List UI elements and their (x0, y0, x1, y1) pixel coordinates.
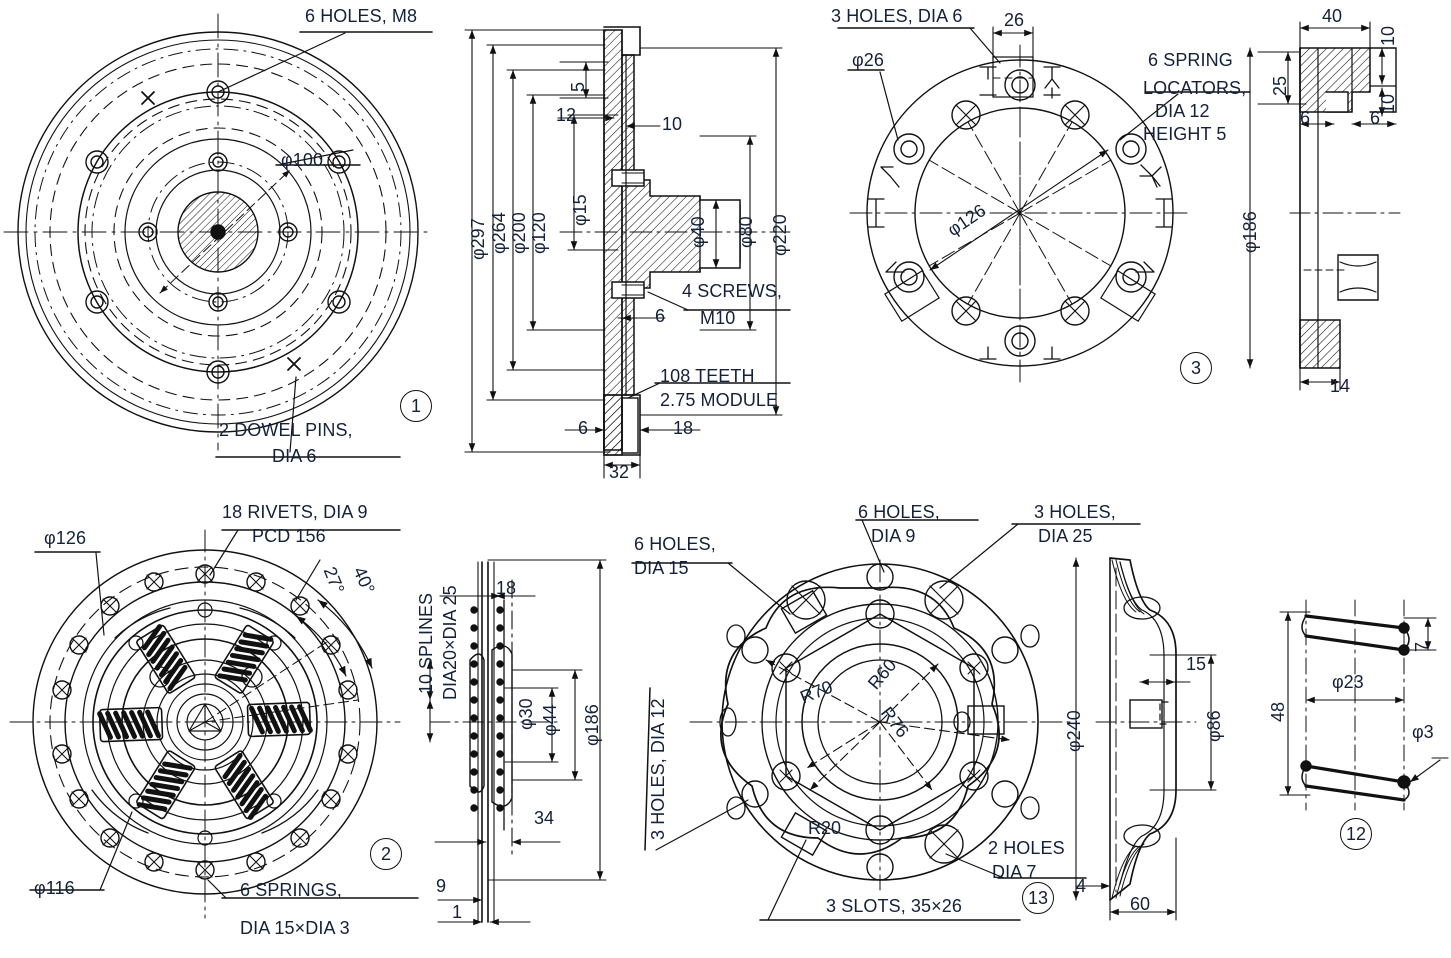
label-3-holes-dia25-l1: 3 HOLES, (1034, 502, 1116, 522)
view-tag-2: 2 (370, 838, 402, 870)
dim-1: 1 (452, 902, 463, 922)
view3-section-geometry (1246, 21, 1401, 391)
label-6-springs-l2: DIA 15×DIA 3 (240, 918, 350, 938)
dim-34: 34 (534, 808, 555, 828)
dim-25: 25 (1270, 75, 1290, 96)
label-18-rivets: 18 RIVETS, DIA 9 (222, 502, 368, 522)
dim-dia186-v2: φ186 (582, 704, 602, 746)
dim-dia200: φ200 (509, 212, 529, 254)
label-4-screws-l2: M10 (700, 308, 736, 328)
view12-geometry (1279, 599, 1449, 811)
dim-6b: 6 (578, 418, 589, 438)
label-3-slots: 3 SLOTS, 35×26 (826, 896, 962, 916)
label-2-holes-dia7-l2: DIA 7 (992, 862, 1037, 882)
view1-geometry (3, 13, 433, 458)
dim-18-v2: 18 (496, 578, 517, 598)
label-4-screws-l1: 4 SCREWS, (682, 281, 782, 301)
dim-60: 60 (1130, 894, 1151, 914)
dim-dia86: φ86 (1204, 710, 1224, 742)
label-dia126-v2: φ126 (44, 528, 87, 548)
dim-15: 15 (1186, 654, 1207, 674)
dim-dia23: φ23 (1332, 672, 1364, 692)
dim-dia15: φ15 (570, 194, 590, 226)
label-dowel-pins-l1: 2 DOWEL PINS, (219, 420, 353, 440)
dim-dia30: φ30 (516, 698, 536, 730)
label-spring-locators-l4: HEIGHT 5 (1143, 124, 1227, 144)
label-dia20-dia25: DIA20×DIA 25 (440, 585, 460, 700)
dim-dia80: φ80 (736, 216, 756, 248)
view-tag-13: 13 (1022, 882, 1054, 914)
label-6-holes-dia15-l2: DIA 15 (634, 558, 689, 578)
dim-40: 40 (1322, 6, 1343, 26)
dim-6-left: 6 (1300, 108, 1311, 128)
dim-7: 7 (1412, 641, 1432, 652)
label-6-holes-dia9-l1: 6 HOLES, (858, 502, 940, 522)
label-6-springs-l1: 6 SPRINGS, (240, 880, 343, 900)
view1-section-geometry (464, 26, 791, 479)
label-dia100: φ100 (281, 150, 324, 170)
dim-10: 10 (662, 114, 683, 134)
dim-dia264: φ264 (489, 212, 509, 254)
dim-26: 26 (1004, 10, 1025, 30)
dim-dia297: φ297 (468, 218, 488, 260)
label-dowel-pins-l2: DIA 6 (272, 446, 317, 466)
view-tag-3: 3 (1180, 352, 1212, 384)
label-pcd-156: PCD 156 (252, 526, 326, 546)
label-6-holes-dia9-l2: DIA 9 (871, 526, 916, 546)
label-2-holes-dia7-l1: 2 HOLES (988, 838, 1065, 858)
dim-9: 9 (436, 876, 447, 896)
view-tag-12: 12 (1340, 818, 1372, 850)
dim-10-bottom: 10 (1378, 93, 1398, 114)
label-108-teeth: 108 TEETH (660, 366, 755, 386)
dim-5: 5 (568, 81, 588, 92)
label-dia116: φ116 (34, 878, 75, 898)
dim-6a: 6 (655, 306, 666, 326)
label-spring-locators-l1: 6 SPRING (1148, 50, 1233, 70)
view13-section-geometry (1072, 557, 1217, 921)
label-3-holes-dia12: 3 HOLES, DIA 12 (648, 698, 668, 840)
view2-geometry (9, 529, 419, 919)
dim-12: 12 (556, 105, 577, 125)
view2-section-geometry (426, 559, 607, 926)
dim-dia220: φ220 (770, 214, 790, 256)
dim-dia44: φ44 (540, 704, 560, 736)
label-10-splines: 10 SPLINES (416, 592, 436, 694)
label-dia26: φ26 (852, 50, 884, 70)
label-6-holes-dia15-l1: 6 HOLES, (634, 534, 716, 554)
label-3-holes-dia25-l2: DIA 25 (1038, 526, 1093, 546)
dim-r20: R20 (808, 818, 842, 838)
dim-dia186-v3: φ186 (1240, 211, 1260, 253)
label-spring-locators-l3: DIA 12 (1155, 101, 1210, 121)
label-spring-locators-l2: LOCATORS, (1143, 78, 1247, 98)
view3-geometry (837, 26, 1251, 383)
dim-dia240: φ240 (1064, 710, 1084, 752)
dim-dia40: φ40 (688, 216, 708, 248)
view-tag-1: 1 (400, 390, 432, 422)
view13-geometry (631, 519, 1141, 921)
dim-10-top: 10 (1378, 25, 1398, 46)
dim-dia120: φ120 (529, 212, 549, 254)
dim-6-right: 6 (1370, 108, 1381, 128)
dim-48: 48 (1268, 701, 1288, 722)
label-holes-m8: 6 HOLES, M8 (305, 6, 418, 26)
label-275-module: 2.75 MODULE (660, 390, 779, 410)
dim-18: 18 (673, 418, 694, 438)
dim-dia3: φ3 (1412, 722, 1434, 742)
label-3-holes-dia6: 3 HOLES, DIA 6 (831, 6, 963, 26)
dim-32: 32 (609, 462, 630, 482)
dim-14: 14 (1330, 376, 1351, 396)
dim-4: 4 (1076, 876, 1087, 896)
